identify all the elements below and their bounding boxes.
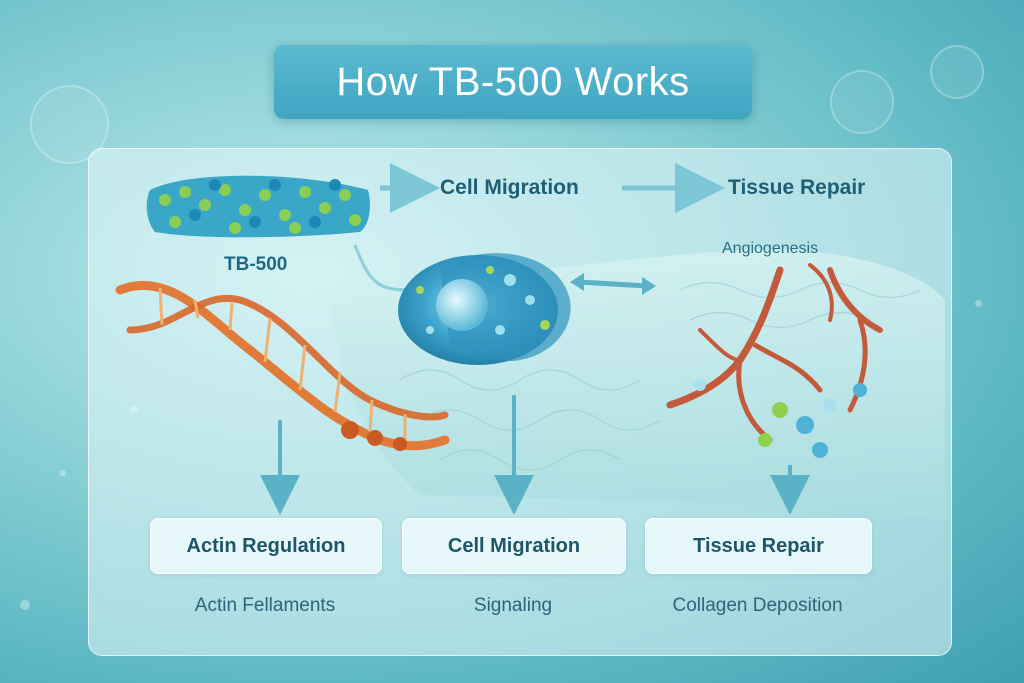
flow-arrow xyxy=(353,244,411,292)
blood-vessel-icon xyxy=(666,263,883,443)
mechanism-box-label: Cell Migration xyxy=(447,534,581,557)
bokeh-dot xyxy=(60,470,66,476)
flow-step-tissue-repair: Tissue Repair xyxy=(728,176,866,199)
mechanism-box-label: Tissue Repair xyxy=(693,534,824,557)
cell-icon xyxy=(398,253,571,365)
title-banner: How TB-500 Works xyxy=(274,45,752,119)
mechanism-box-cell-migration: Cell Migration xyxy=(402,518,626,574)
caption-actin-filaments: Actin Fellaments xyxy=(194,595,336,616)
caption-signaling: Signaling xyxy=(473,595,553,616)
mechanism-box-tissue-repair: Tissue Repair xyxy=(645,518,872,574)
flow-step-cell-migration: Cell Migration xyxy=(440,176,579,199)
bokeh-dot xyxy=(975,300,982,307)
tb500-molecule-icon xyxy=(146,175,370,238)
double-arrow xyxy=(570,273,656,295)
bubble-decoration xyxy=(30,85,109,164)
blood-cell-decoration xyxy=(694,379,867,458)
bubble-decoration xyxy=(930,45,984,99)
caption-collagen-deposition: Collagen Deposition xyxy=(672,595,843,616)
angiogenesis-label: Angiogenesis xyxy=(722,240,819,257)
dna-helix-icon xyxy=(115,280,450,451)
mechanism-box-label: Actin Regulation xyxy=(186,534,346,557)
page-title: How TB-500 Works xyxy=(336,59,690,104)
molecule-label: TB-500 xyxy=(224,254,288,275)
bubble-decoration xyxy=(830,70,894,134)
bokeh-dot xyxy=(20,600,30,610)
mechanism-box-actin-regulation: Actin Regulation xyxy=(150,518,382,574)
